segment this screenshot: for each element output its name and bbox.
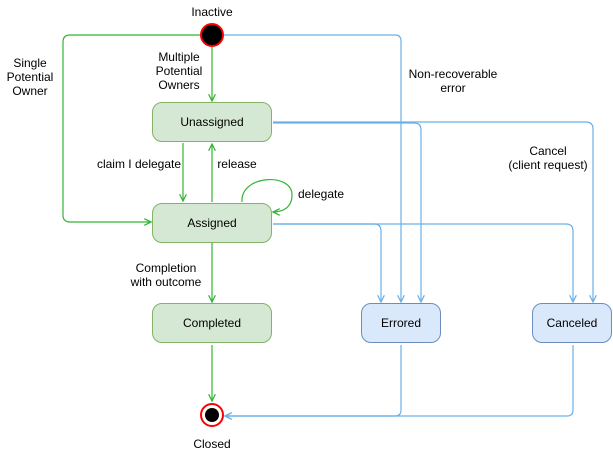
state-canceled: Canceled bbox=[532, 303, 612, 343]
initial-node bbox=[200, 23, 224, 47]
edge-delegate-self bbox=[241, 178, 293, 212]
label-claim-delegate: claim I delegate bbox=[96, 157, 182, 171]
state-errored: Errored bbox=[361, 303, 441, 343]
state-unassigned: Unassigned bbox=[152, 102, 272, 142]
label-single-owner: Single Potential Owner bbox=[6, 56, 54, 98]
label-release: release bbox=[217, 157, 257, 171]
edge-unassigned-to-errored bbox=[273, 122, 421, 302]
final-node bbox=[200, 403, 224, 427]
edge-assigned-to-canceled bbox=[273, 223, 573, 302]
label-completion: Completion with outcome bbox=[130, 261, 202, 289]
edge-canceled-to-closed bbox=[225, 345, 574, 416]
edge-assigned-to-errored bbox=[273, 223, 381, 302]
state-completed: Completed bbox=[152, 303, 272, 343]
label-delegate: delegate bbox=[297, 187, 345, 201]
edge-unassigned-to-canceled bbox=[273, 121, 593, 302]
final-label: Closed bbox=[193, 437, 231, 451]
label-multiple-owners: Multiple Potential Owners bbox=[155, 50, 203, 92]
edge-initial-to-errored bbox=[224, 34, 401, 302]
edge-errored-to-closed bbox=[225, 345, 402, 416]
label-cancel: Cancel (client request) bbox=[508, 144, 588, 172]
edge-initial-to-assigned bbox=[62, 34, 201, 222]
state-assigned: Assigned bbox=[152, 203, 272, 243]
initial-label: Inactive bbox=[191, 5, 233, 19]
label-non-recoverable: Non-recoverable error bbox=[408, 67, 498, 95]
